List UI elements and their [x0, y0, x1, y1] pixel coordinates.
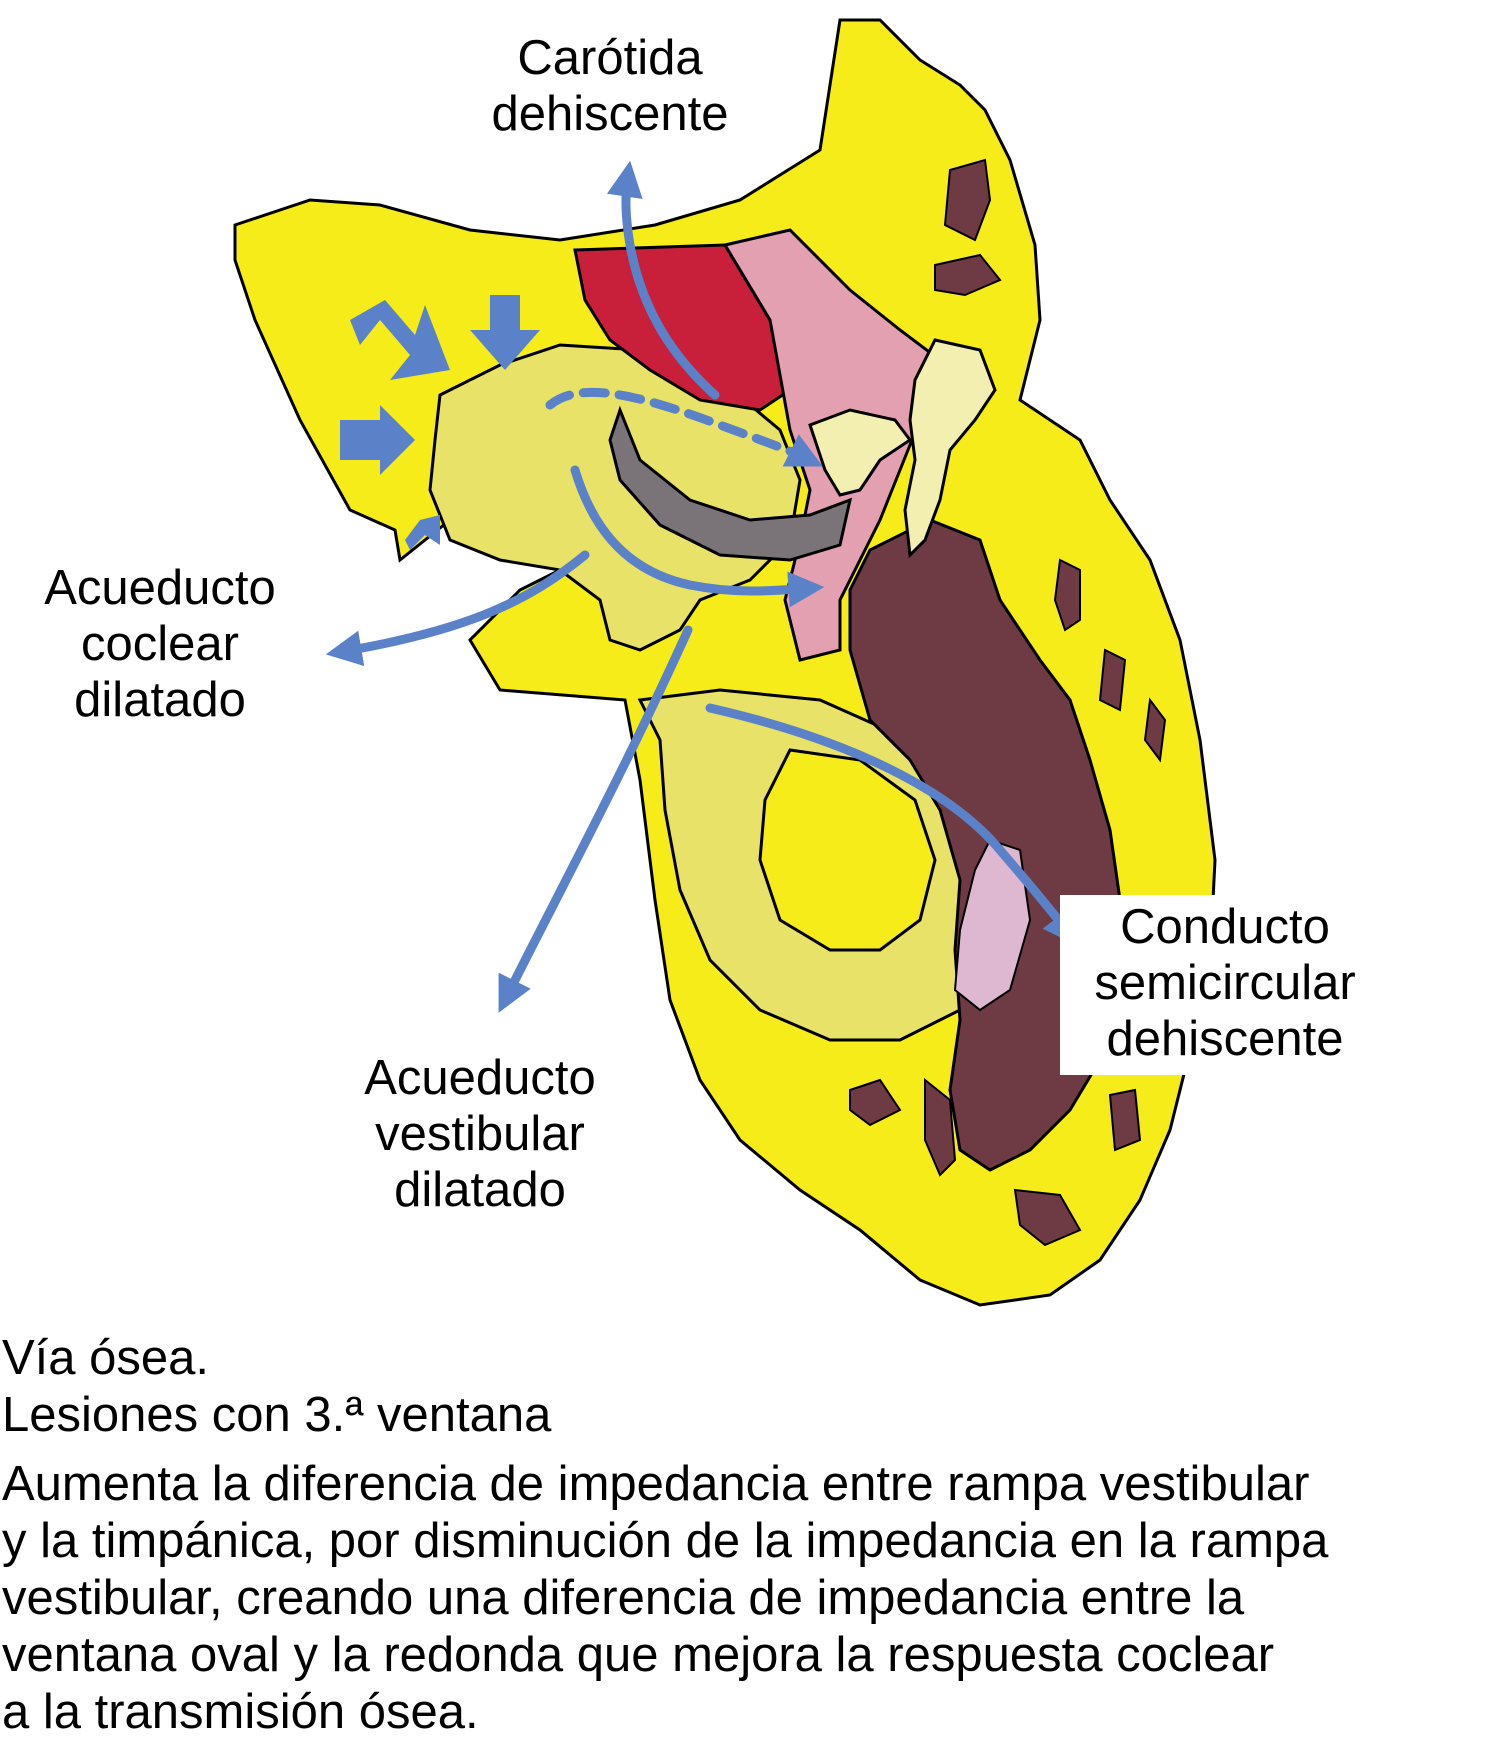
caption-description-line: a la transmisión ósea. [2, 1685, 479, 1739]
bone-cell [934, 253, 1002, 297]
bone-cell [1108, 1088, 1142, 1152]
arrow-dashed-to-oval-window [545, 387, 823, 467]
label-line: semicircular [1094, 956, 1356, 1010]
caption-title-line: Vía ósea. [2, 1331, 210, 1385]
bone-cell [924, 1077, 957, 1177]
caption-description: Aumenta la diferencia de impedancia entr… [2, 1456, 1507, 1741]
label-line: dehiscente [491, 87, 729, 141]
label-conducto-semicircular: Conducto semicircular dehiscente [1060, 895, 1390, 1075]
vibration-arrow [405, 515, 440, 550]
bone-cell [1013, 1188, 1082, 1247]
label-acueducto-vestibular: Acueducto vestibular dilatado [330, 1050, 630, 1218]
dark-tissue-shape [848, 518, 1122, 1172]
label-line: dilatado [74, 673, 246, 727]
caption-title: Vía ósea. Lesiones con 3.ª ventana [2, 1330, 1507, 1444]
inner-ear-diagram [233, 18, 1217, 1307]
vibration-arrow [470, 295, 540, 370]
flow-arrows [325, 160, 1079, 1013]
bone-cell [943, 158, 992, 242]
ossicle-incus [808, 408, 913, 497]
bone-cell [1143, 697, 1167, 763]
caption-description-line: y la timpánica, por disminución de la im… [2, 1514, 1329, 1568]
arrow-to-semicircular-canal [705, 703, 1079, 947]
bone-cell [1053, 558, 1081, 632]
arrow-to-vestibular-aqueduct [498, 625, 693, 1013]
bone-cell [1098, 648, 1127, 712]
vibration-arrow [340, 405, 415, 475]
ossicle-malleus [903, 338, 997, 559]
incoming-vibration-arrows [340, 295, 540, 550]
caption-description-line: ventana oval y la redonda que mejora la … [2, 1628, 1275, 1682]
label-line: dehiscente [1106, 1012, 1344, 1066]
label-carotida-dehiscente: Carótida dehiscente [455, 30, 765, 142]
label-line: coclear [81, 617, 239, 671]
arrow-to-carotid [606, 160, 720, 400]
semicircular-canal-lumen [758, 748, 937, 952]
label-line: dilatado [394, 1163, 566, 1217]
label-acueducto-coclear: Acueducto coclear dilatado [15, 560, 305, 728]
caption-description-line: vestibular, creando una diferencia de im… [2, 1571, 1245, 1625]
arrow-through-cochlea [570, 465, 825, 608]
vibration-arrow [350, 300, 450, 380]
label-line: vestibular [375, 1107, 585, 1161]
label-line: Conducto [1120, 900, 1330, 954]
label-line: Carótida [517, 31, 703, 85]
arrow-to-cochlear-aqueduct [325, 550, 590, 667]
caption-description-line: Aumenta la diferencia de impedancia entr… [2, 1457, 1310, 1511]
bone-cell [849, 1078, 902, 1127]
round-window-shape [608, 405, 853, 562]
figure-caption: Vía ósea. Lesiones con 3.ª ventana Aumen… [2, 1330, 1507, 1741]
caption-title-line: Lesiones con 3.ª ventana [2, 1388, 552, 1442]
label-line: Acueducto [364, 1051, 596, 1105]
label-line: Acueducto [44, 561, 276, 615]
